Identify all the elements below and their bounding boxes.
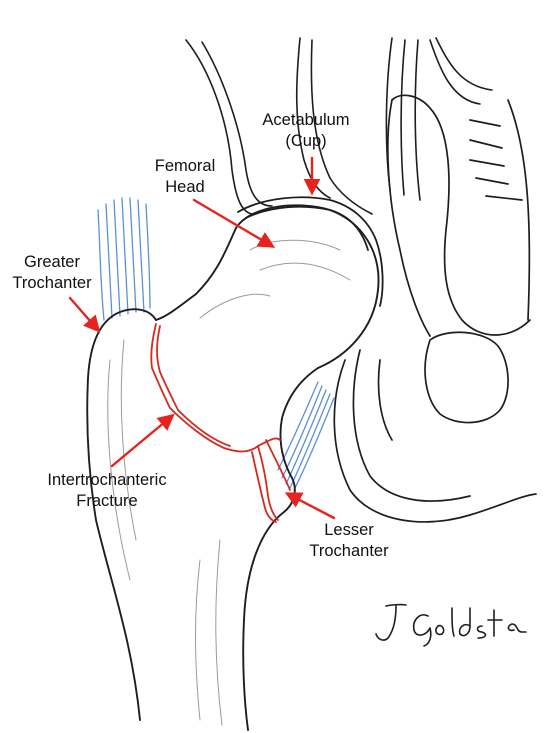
pubis-drawing bbox=[333, 94, 537, 523]
pelvis-drawing bbox=[185, 37, 493, 215]
greater-trochanter-label-line1: Greater bbox=[24, 253, 80, 271]
lesser-trochanter-label-line2: Trochanter bbox=[309, 542, 389, 560]
fracture-line bbox=[150, 323, 291, 523]
femoral-head-label-line2: Head bbox=[165, 178, 205, 196]
arrows bbox=[68, 156, 336, 520]
greater-trochanter-tendons bbox=[97, 197, 151, 321]
intertrochanteric-fracture-label: Intertrochanteric Fracture bbox=[24, 470, 190, 512]
acetabulum-label-line2: (Cup) bbox=[285, 132, 327, 150]
femoral-head-label: Femoral Head bbox=[122, 156, 248, 198]
artist-signature bbox=[375, 603, 527, 647]
greater-trochanter-label-line2: Trochanter bbox=[12, 274, 92, 292]
femoral-head-label-line1: Femoral bbox=[154, 157, 216, 175]
acetabulum-label: Acetabulum (Cup) bbox=[238, 110, 374, 152]
greater-trochanter-arrow bbox=[68, 296, 101, 333]
intertrochanteric-arrow bbox=[110, 413, 175, 468]
greater-trochanter-label: Greater Trochanter bbox=[0, 252, 104, 294]
intertrochanteric-label-line1: Intertrochanteric bbox=[47, 471, 167, 489]
intertrochanteric-label-line2: Fracture bbox=[76, 492, 138, 510]
lesser-trochanter-arrow bbox=[284, 492, 336, 520]
acetabulum-drawing bbox=[237, 196, 384, 307]
lesser-trochanter-label-line1: Lesser bbox=[324, 521, 374, 539]
femur-drawing bbox=[86, 204, 380, 731]
acetabulum-label-line1: Acetabulum bbox=[262, 111, 350, 129]
lesser-trochanter-label: Lesser Trochanter bbox=[284, 520, 414, 562]
femoral-head-arrow bbox=[192, 198, 276, 248]
lesser-trochanter-tendons bbox=[277, 381, 335, 491]
